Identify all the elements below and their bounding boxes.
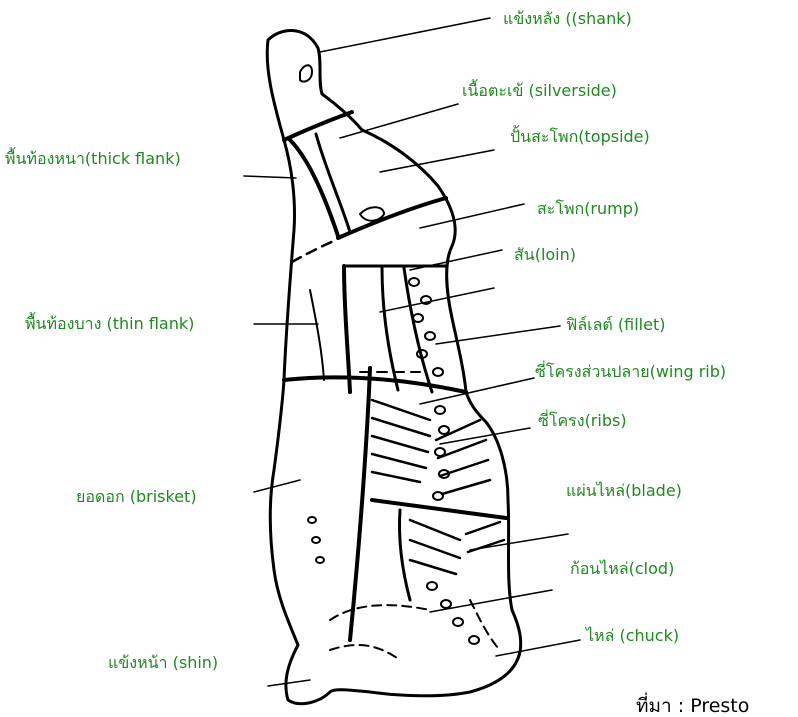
shank-hole: [300, 65, 312, 81]
source-note: ที่มา : Presto: [636, 697, 749, 716]
label-shin: แข้งหน้า (shin): [108, 655, 218, 671]
label-thin-flank: พื้นท้องบาง (thin flank): [25, 316, 194, 332]
label-topside: ปั้นสะโพก(topside): [510, 129, 650, 145]
label-wing-rib: ซี่โครงส่วนปลาย(wing rib): [535, 364, 726, 380]
label-blade: แผ่นไหล่(blade): [566, 483, 682, 499]
label-clod: ก้อนไหล่(clod): [570, 561, 674, 577]
label-silverside: เนื้อตะเข้ (silverside): [462, 83, 617, 99]
label-thick-flank: พื้นท้องหนา(thick flank): [5, 151, 181, 167]
label-shank: แข้งหลัง ((shank): [503, 11, 632, 27]
label-ribs: ซี่โครง(ribs): [538, 413, 627, 429]
label-chuck: ไหล่ (chuck): [586, 628, 679, 644]
label-rump: สะโพก(rump): [537, 201, 639, 217]
label-loin: สัน(loin): [514, 247, 576, 263]
label-fillet: ฟิล์เลต์ (fillet): [566, 317, 665, 333]
label-brisket: ยอดอก (brisket): [76, 489, 197, 505]
